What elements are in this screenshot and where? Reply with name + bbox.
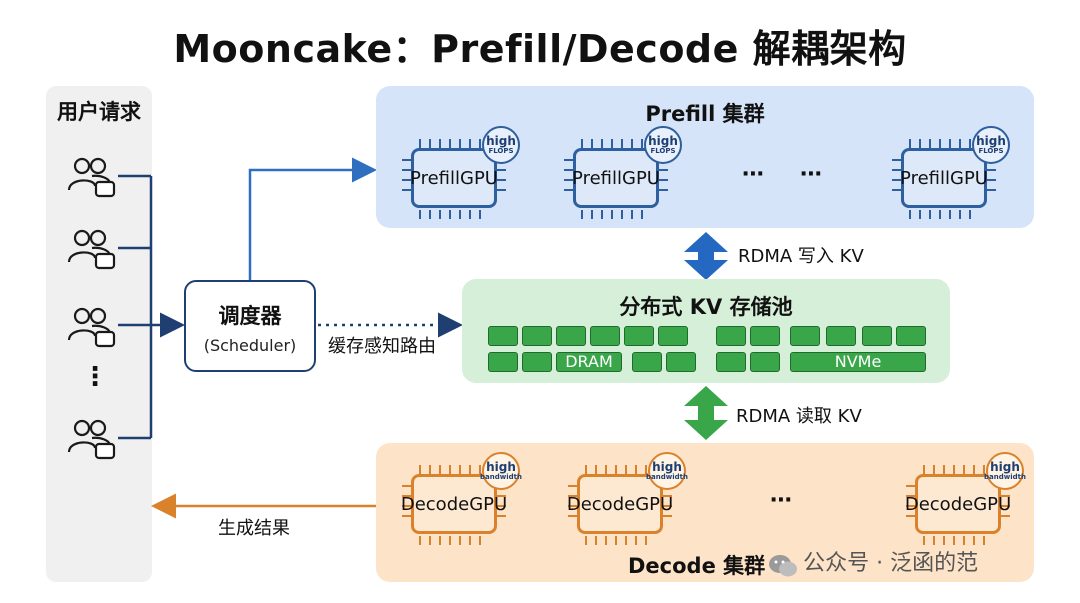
nvme-block: NVMe — [790, 352, 926, 372]
kv-memory-block — [488, 326, 518, 346]
cache-aware-routing-label: 缓存感知路由 — [328, 336, 436, 357]
scheduler-title: 调度器 — [218, 304, 282, 328]
dram-block: DRAM — [556, 352, 622, 372]
user-requests-title: 用户请求 — [57, 100, 141, 124]
decode-gpu-line2: GPU — [469, 493, 508, 515]
decode-gpu-line2: GPU — [973, 493, 1012, 515]
kv-memory-block — [826, 326, 856, 346]
watermark: 公众号 · 泛函的范 — [768, 545, 978, 579]
decode-badge-line2: bandwidth — [984, 472, 1026, 481]
kv-memory-block — [666, 352, 696, 372]
prefill-gpu-line1: Prefill — [410, 167, 460, 189]
prefill-ellipsis-1: ⋯ — [742, 162, 765, 187]
prefill-badge-line1: high — [486, 133, 516, 148]
decode-gpu-line1: Decode — [904, 493, 974, 515]
generated-result-label: 生成结果 — [218, 518, 290, 539]
kv-memory-block — [632, 352, 662, 372]
kv-memory-block — [896, 326, 926, 346]
rdma-write-label: RDMA 写入 KV — [738, 246, 864, 267]
decode-badge-line1: high — [652, 459, 682, 474]
wechat-icon — [769, 554, 797, 576]
page-title: Mooncake：Prefill/Decode 解耦架构 — [173, 27, 907, 71]
kv-memory-block — [716, 352, 746, 372]
decode-gpu-line1: Decode — [566, 493, 636, 515]
user-group-icon — [66, 304, 122, 350]
prefill-badge-line2: FLOPS — [650, 146, 676, 155]
decode-badge-line1: high — [486, 459, 516, 474]
prefill-ellipsis-2: ⋯ — [800, 162, 823, 187]
kv-memory-block — [522, 352, 552, 372]
prefill-badge-line2: FLOPS — [978, 146, 1004, 155]
kv-memory-block — [790, 326, 820, 346]
prefill-badge-line1: high — [648, 133, 678, 148]
prefill-gpu-line1: Prefill — [572, 167, 622, 189]
more-users-ellipsis: ⋮ — [82, 362, 108, 392]
decode-gpu-line1: Decode — [400, 493, 470, 515]
watermark-text: 公众号 · 泛函的范 — [803, 551, 979, 576]
user-bus-lines — [118, 174, 153, 440]
kv-memory-block — [862, 326, 892, 346]
prefill-badge-line2: FLOPS — [488, 146, 514, 155]
kv-memory-block — [658, 326, 688, 346]
scheduler-to-prefill-arrow — [248, 157, 377, 280]
kv-memory-block — [522, 326, 552, 346]
kv-memory-block — [556, 326, 586, 346]
rdma-read-label: RDMA 读取 KV — [736, 406, 862, 427]
decode-badge-line1: high — [990, 459, 1020, 474]
kv-store-title: 分布式 KV 存储池 — [619, 295, 793, 319]
prefill-badge-line1: high — [976, 133, 1006, 148]
prefill-gpu-line1: Prefill — [900, 167, 950, 189]
kv-memory-block — [590, 326, 620, 346]
decode-badge-line2: bandwidth — [646, 472, 688, 481]
scheduler-subtitle: (Scheduler) — [203, 336, 297, 355]
rdma-read-double-arrow — [684, 386, 728, 440]
decode-badge-line2: bandwidth — [480, 472, 522, 481]
scheduler-box: 调度器 (Scheduler) — [184, 280, 316, 372]
decode-ellipsis: ⋯ — [770, 488, 793, 513]
prefill-gpu-line2: GPU — [460, 167, 498, 189]
user-group-icon — [66, 416, 122, 462]
kv-memory-block — [624, 326, 654, 346]
kv-memory-block — [750, 326, 780, 346]
rdma-write-double-arrow — [684, 232, 728, 280]
decode-cluster-title: Decode 集群 — [628, 554, 766, 578]
prefill-gpu-line2: GPU — [950, 167, 988, 189]
kv-memory-block — [488, 352, 518, 372]
prefill-gpu-line2: GPU — [622, 167, 660, 189]
prefill-cluster-title: Prefill 集群 — [645, 102, 765, 126]
kv-memory-block — [750, 352, 780, 372]
user-group-icon — [66, 154, 122, 200]
kv-memory-block — [716, 326, 746, 346]
decode-gpu-line2: GPU — [635, 493, 674, 515]
user-group-icon — [66, 226, 122, 272]
